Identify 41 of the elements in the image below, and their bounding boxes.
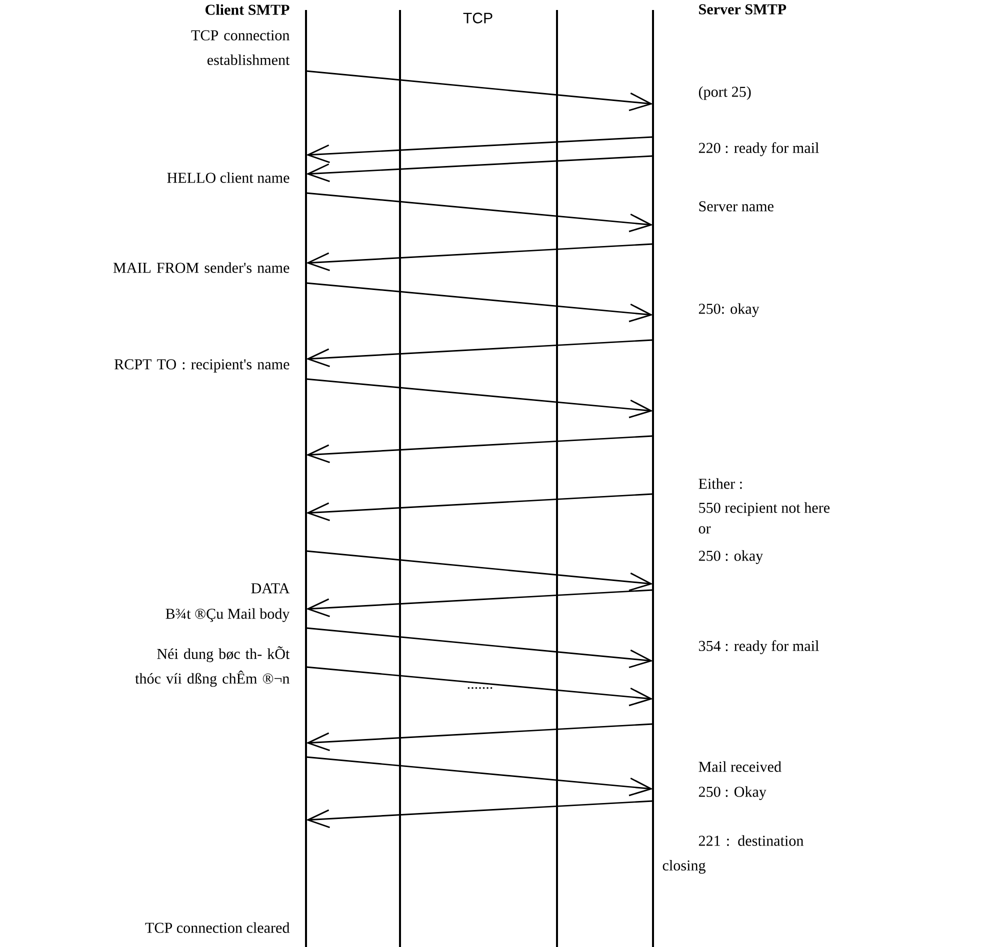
message-note: TCP connection cleared — [145, 922, 290, 933]
message-arrow — [306, 756, 653, 796]
message-note: Either : — [698, 478, 742, 489]
message-note: (port 25) — [698, 86, 751, 100]
message-arrow — [306, 589, 654, 618]
message-note: TCP — [463, 12, 492, 24]
message-arrow — [306, 243, 654, 272]
message-note: 550 recipient not here — [699, 502, 830, 516]
lifeline-heading: Server SMTP — [699, 4, 786, 14]
message-note: Néi dung bøc th- kÕt thóc víi dßng chÊm ®¬n — [135, 646, 290, 687]
lifeline-heading: Client SMTP — [206, 4, 290, 15]
message-note: Mail received — [698, 761, 782, 772]
message-note: 220 : ready for mail — [698, 142, 819, 156]
message-arrow — [306, 70, 653, 112]
message-note: TCP connection establishment — [191, 30, 290, 66]
message-arrow — [306, 550, 653, 592]
message-note: 354 : ready for mail — [698, 640, 819, 654]
message-note: 250: okay — [698, 303, 760, 317]
message-note: Server name — [699, 201, 774, 212]
message-arrow — [306, 192, 653, 232]
message-arrow — [306, 435, 654, 464]
message-arrow — [306, 723, 654, 752]
message-note: 250 : Okay — [698, 786, 766, 800]
message-arrow — [306, 800, 654, 828]
message-arrow — [306, 136, 654, 164]
message-note: B¾t ®Çu Mail body — [166, 608, 290, 622]
message-arrow — [306, 627, 653, 668]
message-arrow — [306, 493, 654, 522]
message-note: MAIL FROM sender's name — [113, 262, 290, 273]
message-arrow — [306, 378, 653, 418]
message-arrow — [306, 339, 654, 368]
message-note: 250 : okay — [698, 550, 764, 564]
message-note: RCPT TO : recipient's name — [114, 359, 290, 372]
message-note: or — [698, 526, 711, 534]
message-arrow — [306, 282, 653, 322]
message-arrow — [306, 666, 653, 706]
message-note: 221 : destination closing — [662, 835, 804, 874]
message-note: HELLO client name — [167, 172, 290, 183]
message-note: DATA — [251, 583, 290, 594]
message-arrow — [306, 155, 654, 182]
message-note: ....... — [468, 687, 492, 689]
